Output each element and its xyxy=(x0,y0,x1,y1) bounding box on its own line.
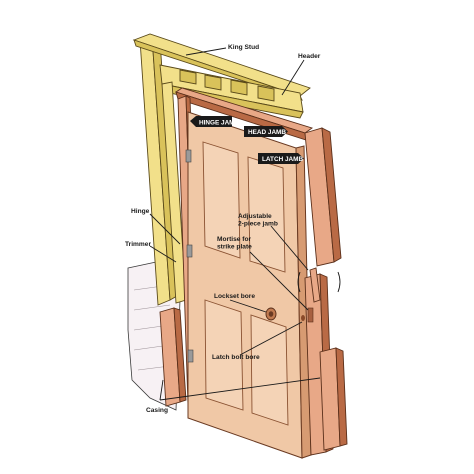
latch-bolt-bore-hole xyxy=(301,315,305,321)
mortise-label: Mortise for strike plate xyxy=(217,236,253,251)
callout-hinge-jamb: HINGE JAMB xyxy=(190,116,240,127)
hinge-label: Hinge xyxy=(131,208,150,215)
casing xyxy=(159,267,348,451)
callout-head-jamb: HEAD JAMB xyxy=(244,126,288,137)
lockset-bore-label: Lockset bore xyxy=(214,293,255,300)
door-panel-upper-right xyxy=(247,156,286,273)
leader-lines xyxy=(149,47,321,401)
header-label: Header xyxy=(298,53,321,60)
latch-jamb-label: LATCH JAMB xyxy=(262,156,303,163)
hinge-bottom xyxy=(187,349,194,363)
door-panel-upper-left xyxy=(202,141,241,259)
trimmer-label: Trimmer xyxy=(125,241,151,248)
hinge-top xyxy=(185,149,192,163)
hinge-jamb-label: HINGE JAMB xyxy=(199,120,240,127)
latch-bolt-bore-label: Latch bolt bore xyxy=(212,354,260,361)
king-stud-label: King Stud xyxy=(228,44,259,51)
casing-label: Casing xyxy=(146,407,168,414)
callout-latch-jamb: LATCH JAMB xyxy=(258,153,304,164)
door-panel-lower-left xyxy=(204,299,244,411)
adjustable-jamb-piece xyxy=(309,267,321,303)
door-slab xyxy=(185,111,312,459)
door-panel-lower-right xyxy=(250,314,289,426)
jamb-gap-marks xyxy=(297,271,341,293)
adjustable-jamb-label: Adjustable 2-piece jamb xyxy=(238,213,278,228)
hinge-middle xyxy=(186,244,193,258)
lockset-bore-inner xyxy=(268,311,274,317)
head-jamb-label: HEAD JAMB xyxy=(248,129,286,136)
strike-plate-mortise xyxy=(307,307,314,323)
